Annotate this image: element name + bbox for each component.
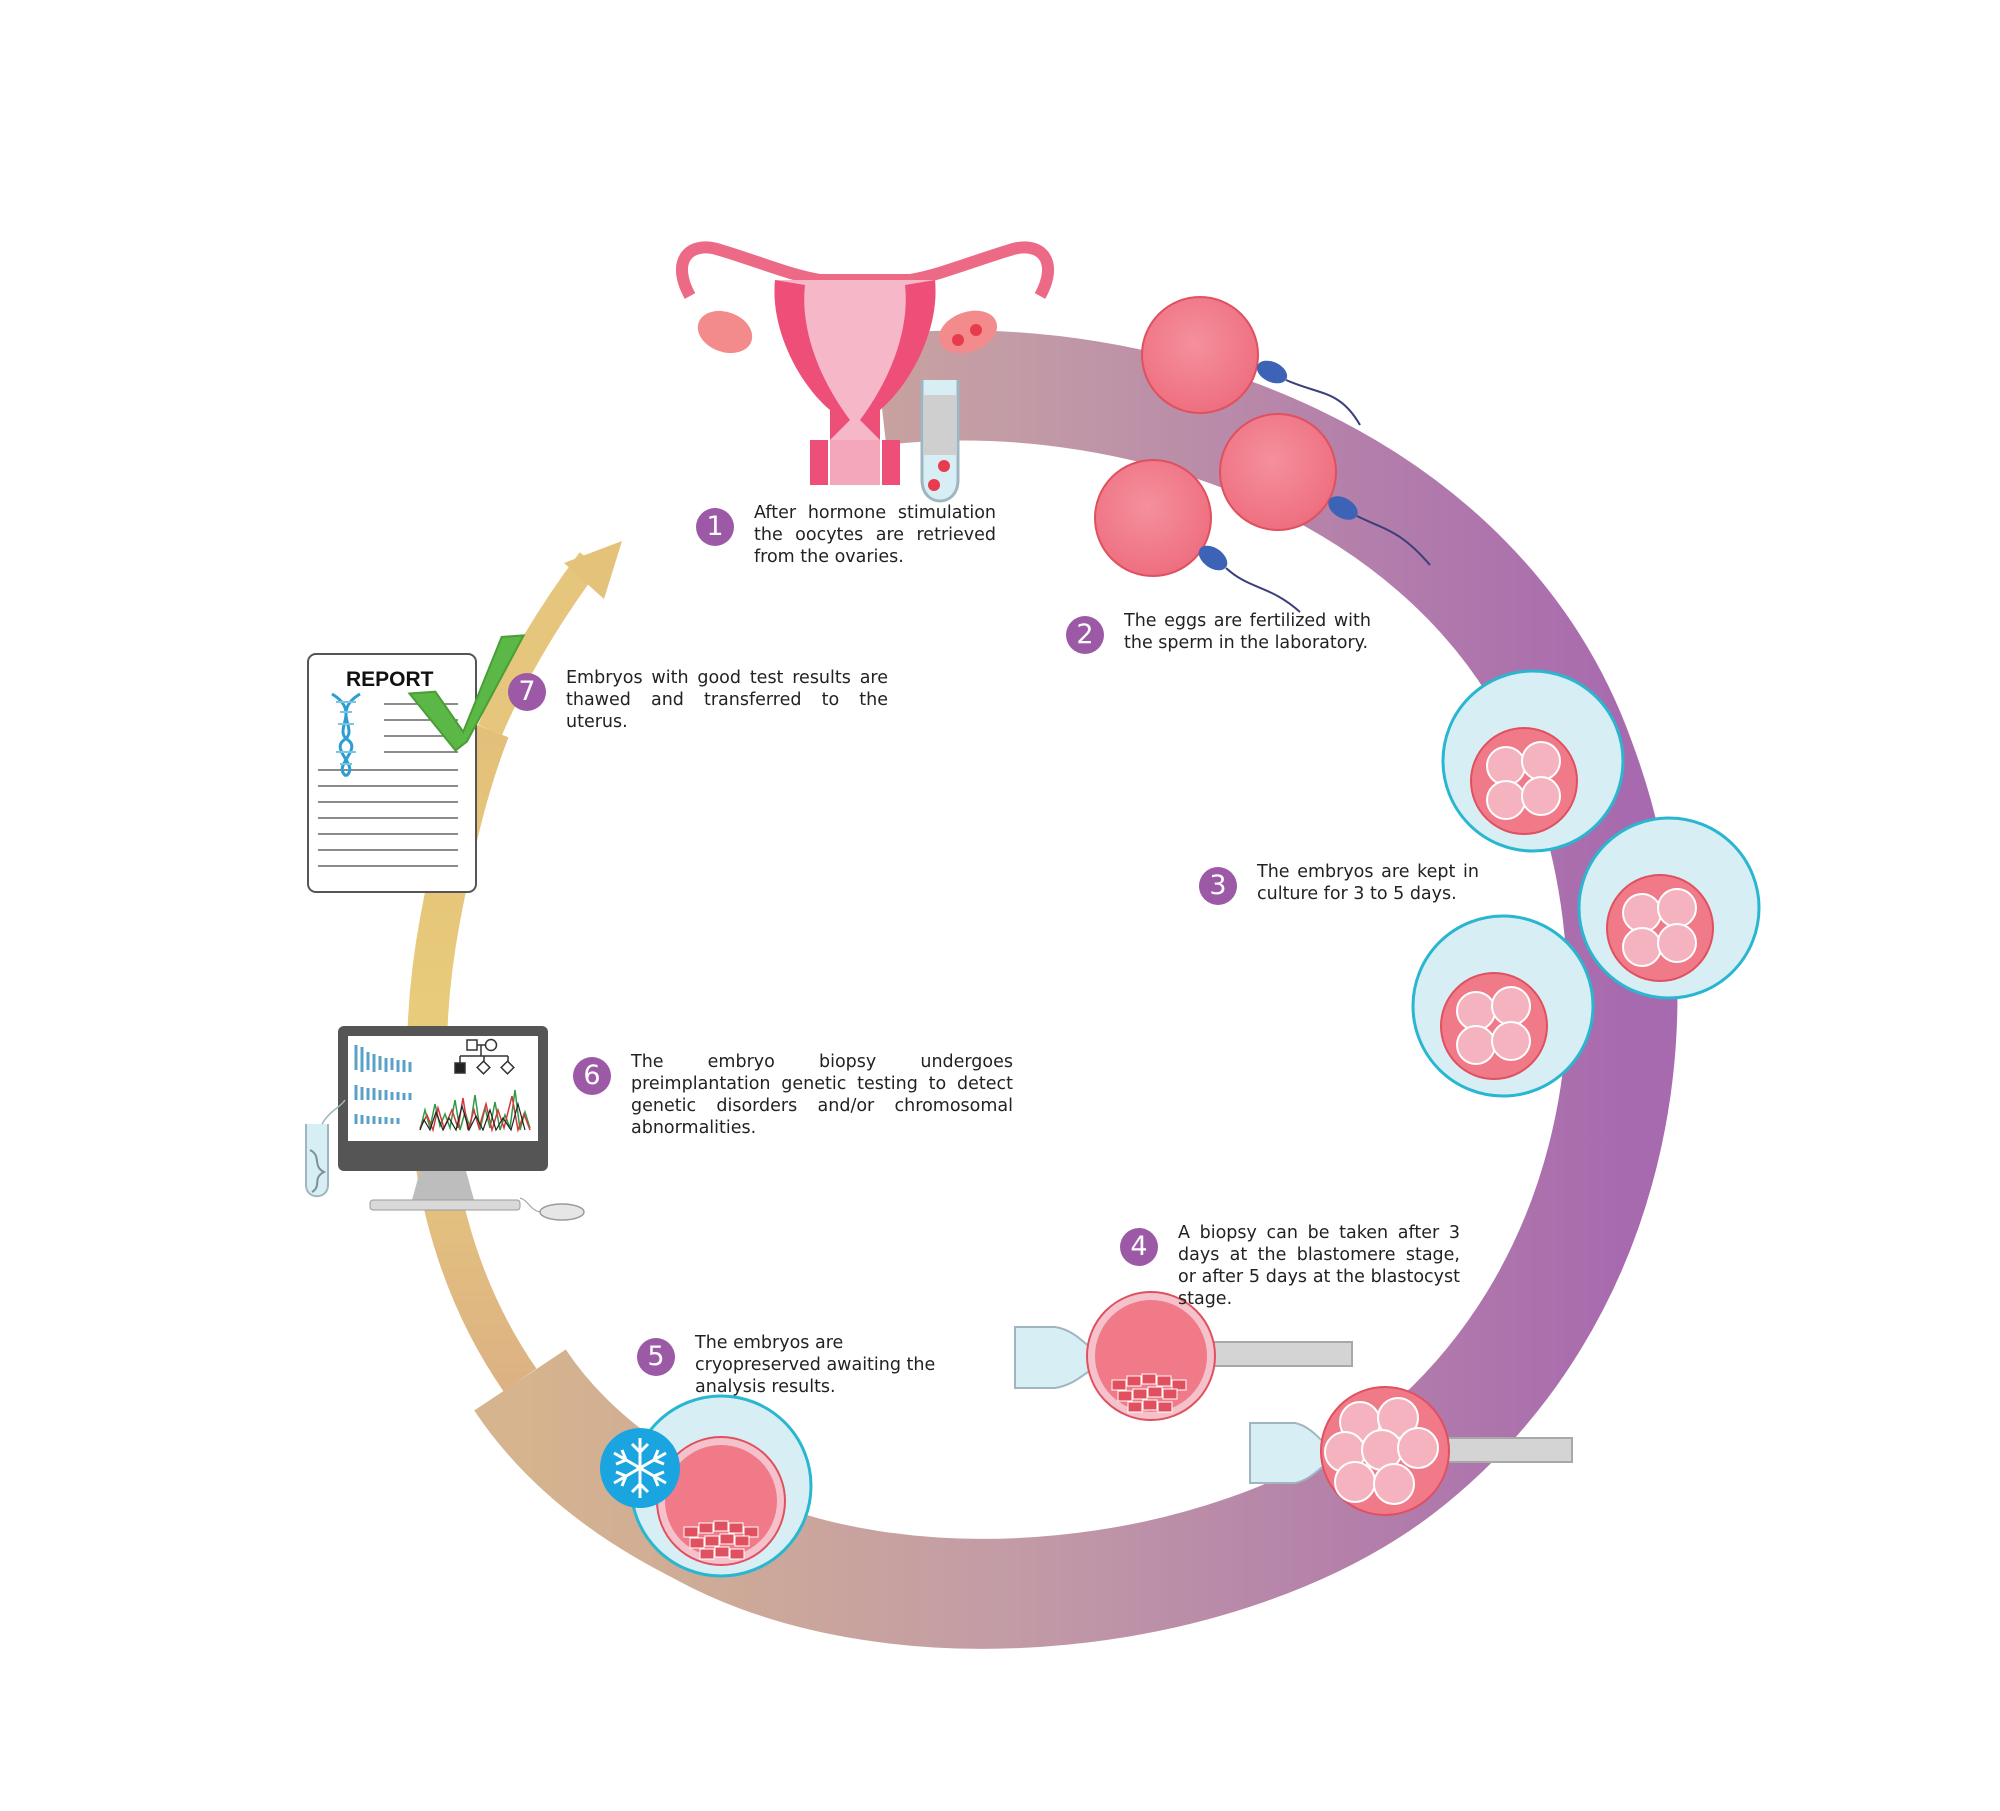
uterus-icon (675, 241, 1055, 485)
step-description: Embryos with good test results are thawe… (566, 668, 888, 732)
step-number-badge: 2 (1066, 616, 1104, 654)
biopsy-pipette-icon (1249, 1422, 1573, 1484)
step-number-badge: 6 (573, 1057, 611, 1095)
embryo-icon (629, 1394, 813, 1578)
step-description: After hormone stimulation the oocytes ar… (754, 503, 996, 567)
computer-monitor-icon (338, 1026, 548, 1211)
snowflake-icon (600, 1428, 680, 1508)
step-number-badge: 1 (696, 508, 734, 546)
step-number-badge: 3 (1199, 867, 1237, 905)
embryo-icon (1320, 1386, 1450, 1516)
egg-icon (1141, 296, 1259, 414)
step-2: 2 The eggs are fertilized with the sperm… (1066, 610, 1371, 654)
step-7: 7 Embryos with good test results are tha… (508, 667, 888, 733)
report-title: REPORT (346, 668, 434, 691)
dna-icon (331, 692, 361, 778)
egg-group (1094, 296, 1431, 613)
step-6: 6 The embryo biopsy undergoes preimplant… (573, 1051, 1013, 1139)
step-5: 5 The embryos are cryopreserved awaiting… (637, 1332, 957, 1398)
sperm-icon (1328, 496, 1431, 566)
embryo-icon (1577, 816, 1761, 1000)
step-description: The eggs are fertilized with the sperm i… (1124, 611, 1371, 653)
step-description: The embryo biopsy undergoes preimplantat… (631, 1052, 1013, 1138)
mouse-icon (519, 1197, 585, 1221)
sperm-icon (1256, 360, 1361, 426)
step-number-badge: 5 (637, 1338, 675, 1376)
checkmark-icon (407, 634, 526, 752)
step-number-badge: 4 (1120, 1228, 1158, 1266)
embryo-icon (1441, 669, 1625, 853)
step-description: The embryos are kept in culture for 3 to… (1257, 862, 1479, 904)
arrow-icon (564, 541, 622, 599)
step-description: A biopsy can be taken after 3 days at th… (1178, 1223, 1460, 1309)
step-1: 1 After hormone stimulation the oocytes … (696, 502, 996, 568)
step-description: The embryos are cryopreserved awaiting t… (695, 1333, 936, 1397)
egg-icon (1094, 459, 1212, 577)
embryo-icon (1086, 1291, 1216, 1421)
embryo-icon (1411, 914, 1595, 1098)
egg-icon (1219, 413, 1337, 531)
test-tube-icon (305, 1099, 346, 1198)
step-number-badge: 7 (508, 673, 546, 711)
biopsy-pipette-icon (1014, 1326, 1353, 1389)
step-4: 4 A biopsy can be taken after 3 days at … (1120, 1222, 1460, 1310)
test-tube-icon (920, 380, 960, 503)
step-3: 3 The embryos are kept in culture for 3 … (1199, 861, 1479, 905)
sperm-icon (1198, 545, 1301, 613)
